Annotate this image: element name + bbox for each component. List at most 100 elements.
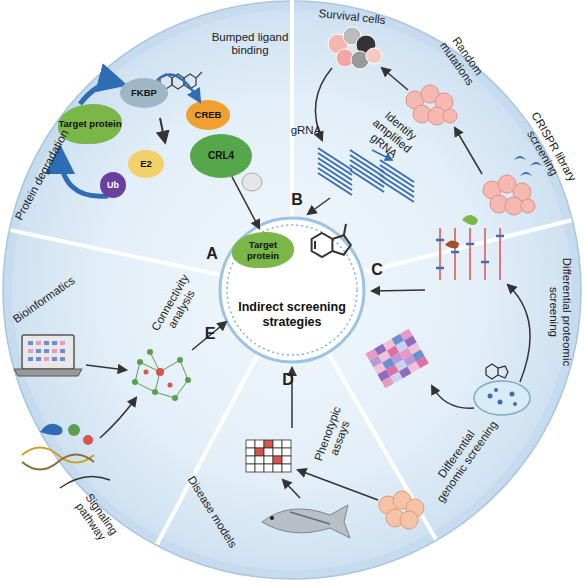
phenotypic-plate — [264, 448, 273, 456]
mechanism-label: Bumped ligand binding — [210, 31, 290, 57]
phenotypic-plate — [255, 448, 264, 456]
center-disc — [220, 218, 364, 362]
node-text: Ub — [107, 180, 119, 191]
laptop — [36, 357, 41, 361]
workflow-arrows — [432, 386, 474, 408]
grna-stacks — [318, 148, 414, 202]
proteomic-gel — [462, 215, 478, 225]
laptop — [52, 341, 57, 345]
signaling-illustration — [22, 455, 94, 470]
laptop — [28, 341, 33, 345]
petri-dish — [474, 364, 530, 415]
proteomic-gel — [484, 228, 486, 280]
proteomic-gel — [496, 235, 504, 238]
center-circle: Indirect screening strategiesTarget prot… — [222, 220, 362, 360]
proteomic-gel — [439, 228, 441, 280]
petri-dish — [486, 364, 508, 379]
phenotypic-plate — [264, 464, 273, 472]
laptop — [60, 341, 65, 345]
workflow-arrows — [298, 470, 378, 500]
flow-arrow — [232, 177, 259, 229]
phenotypic-plate — [273, 464, 282, 472]
node-text: CRL4 — [208, 150, 234, 162]
wheel-background — [3, 1, 581, 579]
workflow-arrows — [100, 398, 136, 438]
phenotypic-plate — [255, 464, 264, 472]
creb-shape: CREB — [186, 100, 230, 130]
workflow-arrows — [283, 368, 378, 500]
node-text: CREB — [195, 109, 222, 121]
proteomic-gel — [466, 243, 474, 246]
node-text: FKBP — [131, 87, 157, 99]
proteomic-gel — [436, 215, 504, 280]
workflow-arrows — [508, 285, 530, 382]
proteomic-gel — [454, 228, 456, 280]
interaction-network — [135, 352, 188, 398]
grna-stacks — [350, 150, 384, 192]
laptop — [36, 349, 41, 353]
interaction-network — [180, 360, 188, 380]
interaction-network — [175, 380, 188, 398]
node-text: E2 — [140, 158, 152, 170]
proteomic-gel — [440, 228, 500, 280]
interaction-network — [132, 349, 191, 401]
node-text: Indirect screening strategies — [233, 300, 351, 329]
adaptor-subunit — [242, 173, 262, 191]
model-cells — [400, 511, 418, 529]
laptop — [28, 357, 33, 361]
interaction-network — [132, 379, 138, 385]
phenotypic-plate — [282, 456, 291, 464]
crispr-cells — [521, 199, 535, 213]
laptop — [52, 357, 57, 361]
proteomic-gel — [481, 261, 489, 264]
interaction-network — [147, 349, 153, 355]
model-cells — [379, 491, 424, 529]
laptop — [22, 335, 74, 369]
workflow-arrows — [372, 285, 530, 408]
phenotypic-plate — [246, 456, 255, 464]
petri-dish — [510, 392, 515, 397]
indene-molecule — [332, 235, 350, 254]
workflow-arrows — [382, 68, 408, 90]
petri-dish — [488, 388, 518, 406]
survival-cells — [328, 27, 382, 69]
phenotypic-plate — [264, 456, 273, 464]
interaction-network — [156, 368, 164, 376]
phenotypic-plate — [273, 440, 282, 448]
laptop — [28, 341, 65, 361]
laptop — [14, 369, 82, 376]
laptop — [36, 341, 41, 345]
bumped-ligand — [184, 74, 196, 89]
interaction-network — [137, 359, 143, 365]
proteomic-gel — [436, 267, 444, 270]
petri-dish — [498, 366, 508, 378]
phenotypic-plate — [255, 456, 264, 464]
petri-dish — [474, 381, 530, 415]
sector-dividers — [10, 230, 221, 275]
phenotypic-plate — [273, 448, 282, 456]
workflow-arrows — [308, 198, 330, 214]
bumped-ligand — [196, 72, 202, 78]
laptop — [44, 349, 49, 353]
proteomic-gel — [451, 251, 459, 254]
grna-library — [514, 156, 526, 160]
grna-stacks — [318, 148, 352, 195]
petri-dish — [513, 402, 517, 406]
panel-letter: B — [287, 191, 307, 209]
phenotypic-plate — [255, 440, 264, 448]
adaptor-subunit — [242, 173, 262, 191]
signaling-illustration — [68, 424, 80, 436]
panel-letter: C — [367, 261, 387, 279]
workflow-arrows — [192, 322, 226, 350]
panel-letter: A — [202, 245, 222, 263]
sector-dividers — [362, 220, 572, 272]
interaction-network — [135, 382, 155, 392]
phenotypic-plate — [246, 464, 255, 472]
center-disc — [227, 225, 357, 355]
proteomic-gel — [445, 240, 459, 248]
indene-molecule — [344, 224, 346, 235]
fkbp-shape: FKBP — [120, 78, 168, 108]
signaling-illustration — [60, 476, 110, 488]
phenotypic-plate — [282, 464, 291, 472]
degradation-cycle-arrows — [160, 118, 165, 142]
